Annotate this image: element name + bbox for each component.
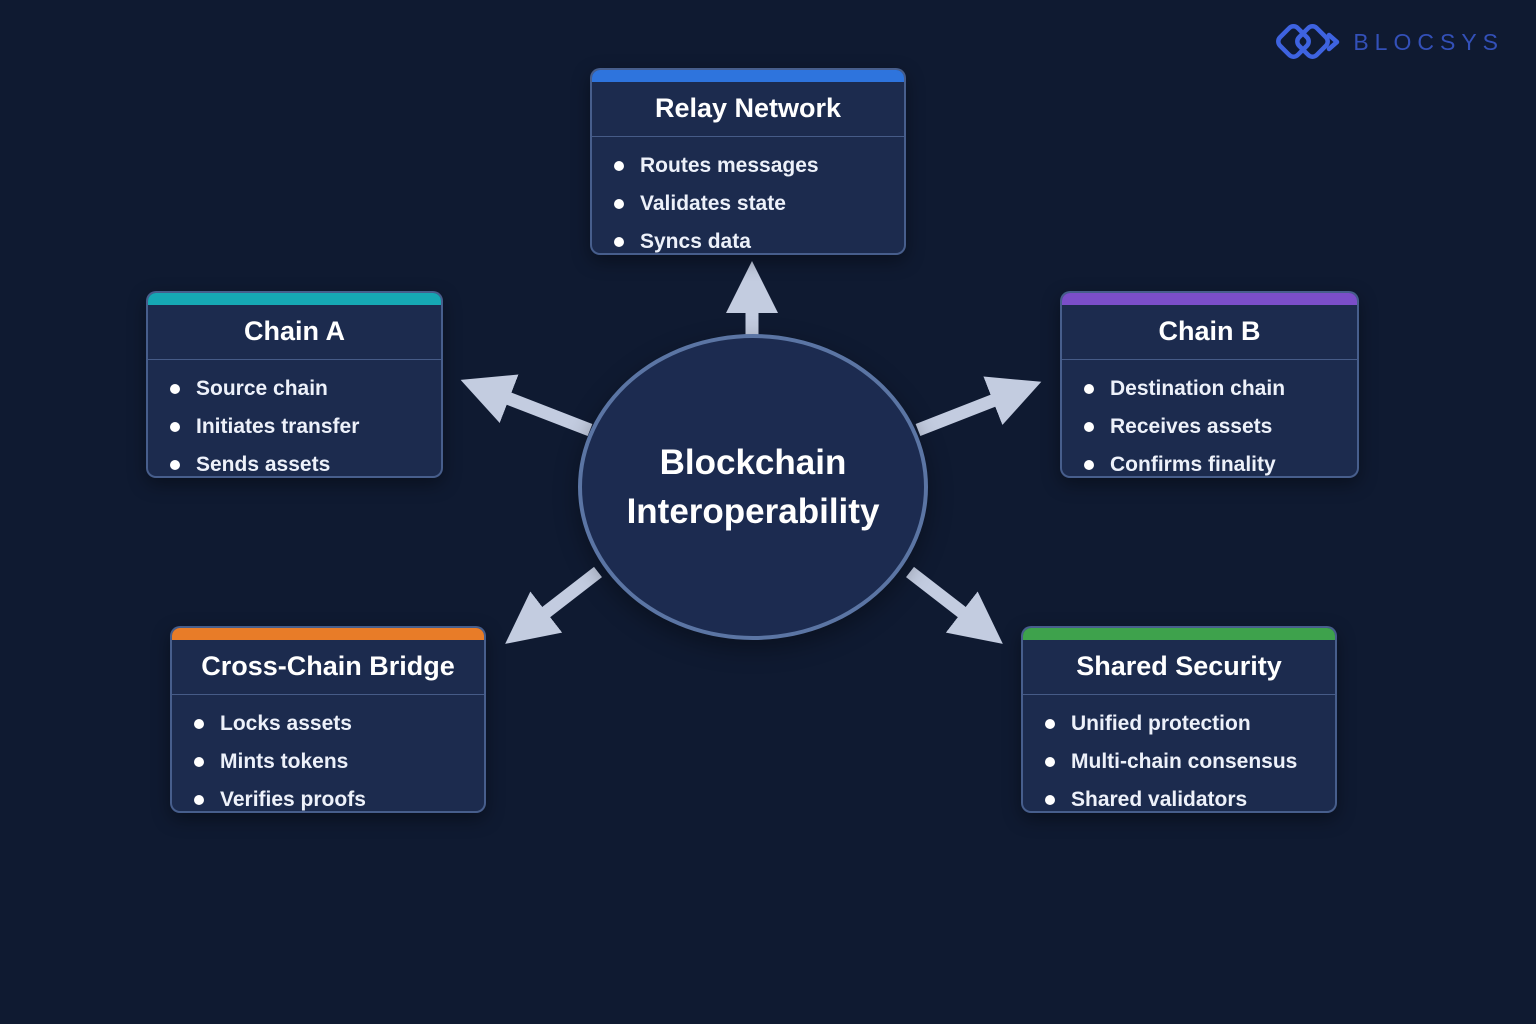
logo: BLOCSYS	[1271, 18, 1504, 66]
bullet-list: Unified protection Multi-chain consensus…	[1023, 695, 1335, 811]
bullet-item: Multi-chain consensus	[1071, 743, 1323, 781]
bullet-item: Shared validators	[1071, 781, 1323, 811]
bullet-list: Destination chain Receives assets Confir…	[1062, 360, 1357, 476]
arrow-to-chain-a	[460, 374, 593, 437]
logo-text: BLOCSYS	[1353, 28, 1504, 55]
bullet-list: Source chain Initiates transfer Sends as…	[148, 360, 441, 476]
node-shared-security: Shared Security Unified protection Multi…	[1021, 626, 1337, 813]
bullet-item: Verifies proofs	[220, 781, 472, 811]
center-title-line2: Interoperability	[626, 492, 880, 531]
blocsys-logo-icon	[1276, 24, 1340, 59]
node-title: Cross-Chain Bridge	[172, 640, 484, 695]
bullet-item: Routes messages	[640, 147, 892, 185]
node-title: Relay Network	[592, 82, 904, 137]
bullet-item: Validates state	[640, 185, 892, 223]
node-cross-chain-bridge: Cross-Chain Bridge Locks assets Mints to…	[170, 626, 486, 813]
node-title: Shared Security	[1023, 640, 1335, 695]
bullet-item: Receives assets	[1110, 408, 1345, 446]
arrow-to-cross-chain-bridge	[505, 566, 602, 644]
accent-bar	[1062, 293, 1357, 305]
bullet-item: Unified protection	[1071, 705, 1323, 743]
bullet-item: Source chain	[196, 370, 429, 408]
arrow-to-shared-security	[906, 566, 1003, 644]
accent-bar	[1023, 628, 1335, 640]
node-relay-network: Relay Network Routes messages Validates …	[590, 68, 906, 255]
center-node: Blockchain Interoperability	[578, 334, 928, 640]
center-title-line1: Blockchain	[659, 442, 847, 482]
bullet-item: Sends assets	[196, 446, 429, 476]
bullet-item: Confirms finality	[1110, 446, 1345, 476]
node-chain-b: Chain B Destination chain Receives asset…	[1060, 291, 1359, 478]
bullet-item: Initiates transfer	[196, 408, 429, 446]
arrow-to-chain-b	[915, 376, 1042, 437]
bullet-list: Routes messages Validates state Syncs da…	[592, 137, 904, 253]
node-title: Chain A	[148, 305, 441, 360]
bullet-item: Syncs data	[640, 223, 892, 253]
node-title: Chain B	[1062, 305, 1357, 360]
accent-bar	[172, 628, 484, 640]
bullet-list: Locks assets Mints tokens Verifies proof…	[172, 695, 484, 811]
bullet-item: Destination chain	[1110, 370, 1345, 408]
accent-bar	[592, 70, 904, 82]
bullet-item: Locks assets	[220, 705, 472, 743]
bullet-item: Mints tokens	[220, 743, 472, 781]
accent-bar	[148, 293, 441, 305]
node-chain-a: Chain A Source chain Initiates transfer …	[146, 291, 443, 478]
